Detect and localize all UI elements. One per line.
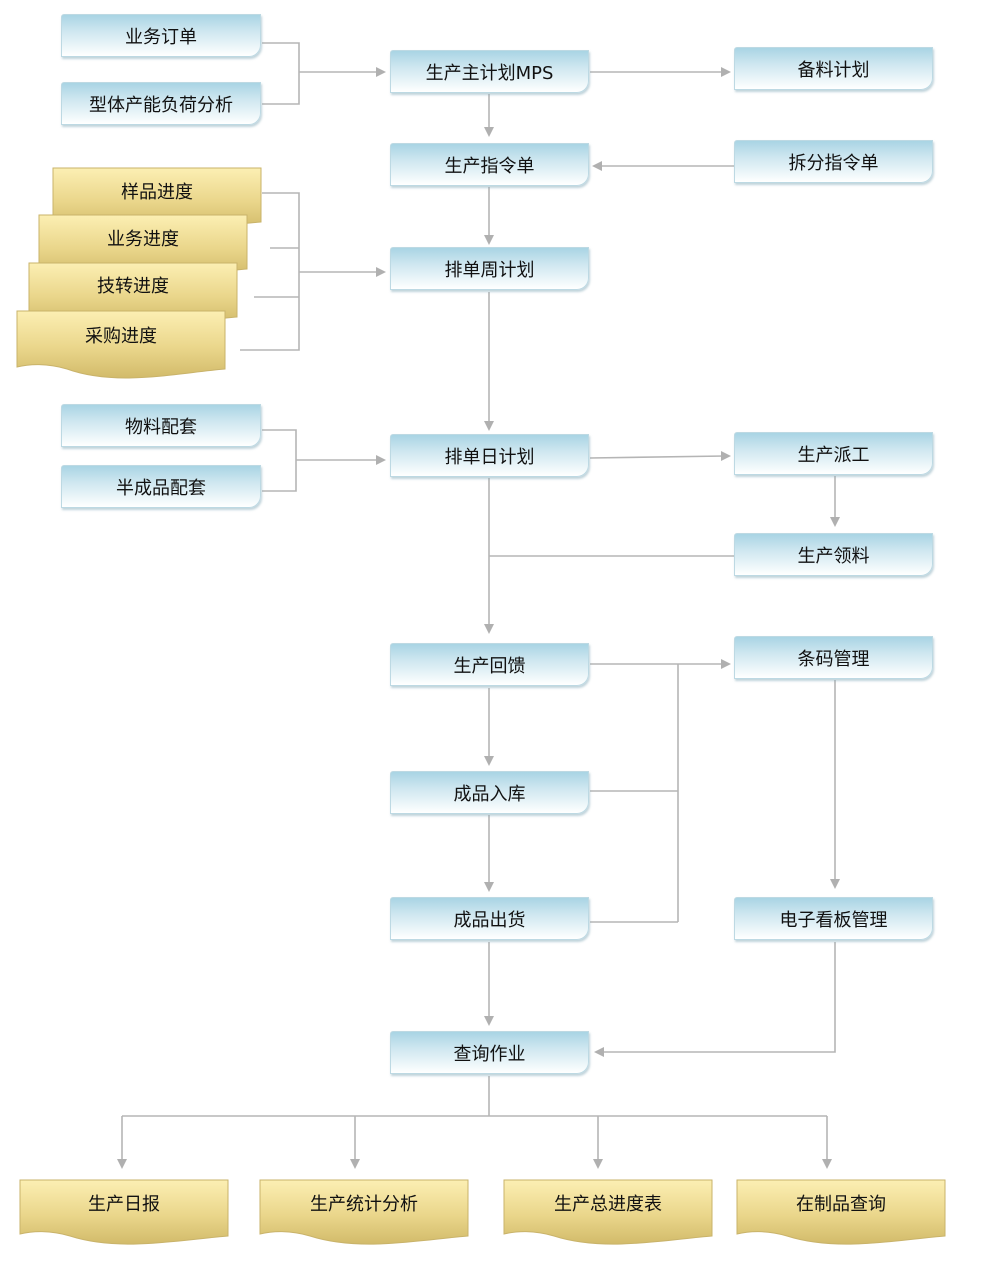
arrowhead [484, 421, 494, 431]
node-material-kitting[interactable]: 物料配套 [61, 404, 261, 447]
node-label: 查询作业 [453, 1043, 526, 1065]
node-finished-goods-shipment[interactable]: 成品出货 [390, 897, 589, 940]
node-mps[interactable]: 生产主计划MPS [390, 50, 589, 93]
doc-purchase-progress[interactable]: 采购进度 [16, 310, 226, 381]
node-label: 成品入库 [453, 783, 526, 805]
arrowhead [593, 1159, 603, 1169]
node-e-kanban-management[interactable]: 电子看板管理 [734, 897, 933, 940]
node-dispatch[interactable]: 生产派工 [734, 432, 933, 475]
doc-daily-report[interactable]: 生产日报 [19, 1179, 229, 1248]
doc-sample-progress[interactable]: 样品进度 [52, 167, 262, 232]
node-label: 生产派工 [797, 444, 870, 466]
node-label: 排单日计划 [444, 446, 535, 468]
node-split-order[interactable]: 拆分指令单 [734, 140, 933, 183]
node-label: 生产主计划MPS [425, 62, 554, 84]
arrowhead [721, 659, 731, 669]
node-production-order[interactable]: 生产指令单 [390, 143, 589, 186]
connector-kanban-to-query [603, 942, 836, 1053]
arrowhead [721, 67, 731, 77]
doc-label: 采购进度 [85, 326, 157, 347]
arrowhead [594, 1047, 604, 1057]
doc-label: 业务进度 [107, 229, 179, 250]
arrowhead [830, 879, 840, 889]
doc-wip-query[interactable]: 在制品查询 [736, 1179, 946, 1248]
arrowhead [350, 1159, 360, 1169]
node-label: 半成品配套 [116, 477, 206, 499]
node-barcode-management[interactable]: 条码管理 [734, 636, 933, 679]
doc-statistics-analysis[interactable]: 生产统计分析 [259, 1179, 469, 1248]
document-shape [736, 1179, 946, 1245]
node-label: 排单周计划 [444, 259, 535, 281]
node-weekly-plan[interactable]: 排单周计划 [390, 247, 589, 290]
node-label: 电子看板管理 [779, 909, 888, 931]
arrowhead [376, 67, 386, 77]
node-label: 条码管理 [797, 648, 870, 670]
node-finished-goods-storage[interactable]: 成品入库 [390, 771, 589, 814]
arrowhead [830, 517, 840, 527]
arrowhead [484, 235, 494, 245]
node-label: 业务订单 [125, 26, 197, 48]
doc-label: 样品进度 [121, 182, 193, 203]
connector-order-to-mps [262, 42, 300, 105]
connector-kitting-to-daily [262, 429, 297, 492]
arrowhead [376, 267, 386, 277]
node-semi-product-kitting[interactable]: 半成品配套 [61, 465, 261, 508]
node-label: 备料计划 [797, 59, 870, 81]
node-material-prep-plan[interactable]: 备料计划 [734, 47, 933, 90]
arrowhead [484, 624, 494, 634]
arrowhead [721, 451, 731, 461]
document-shape [259, 1179, 469, 1245]
arrowhead [822, 1159, 832, 1169]
doc-label: 生产日报 [88, 1194, 160, 1215]
node-material-requisition[interactable]: 生产领料 [734, 533, 933, 576]
doc-label: 技转进度 [97, 276, 169, 297]
arrowhead [484, 127, 494, 137]
arrowhead [376, 455, 386, 465]
node-label: 成品出货 [453, 909, 526, 931]
doc-overall-progress-table[interactable]: 生产总进度表 [503, 1179, 713, 1248]
node-query-operation[interactable]: 查询作业 [390, 1031, 589, 1074]
node-label: 物料配套 [125, 416, 197, 438]
node-production-feedback[interactable]: 生产回馈 [390, 643, 589, 686]
node-capacity-analysis[interactable]: 型体产能负荷分析 [61, 82, 261, 125]
node-label: 生产领料 [797, 545, 870, 567]
node-business-order[interactable]: 业务订单 [61, 14, 261, 57]
document-shape [16, 310, 226, 379]
doc-label: 生产统计分析 [310, 1194, 418, 1215]
node-label: 型体产能负荷分析 [89, 94, 233, 116]
arrowhead [484, 882, 494, 892]
doc-label: 在制品查询 [796, 1194, 886, 1215]
arrowhead [117, 1159, 127, 1169]
node-label: 生产指令单 [444, 155, 535, 177]
node-label: 生产回馈 [453, 655, 526, 677]
arrowhead [484, 756, 494, 766]
arrowhead [484, 1016, 494, 1026]
arrowhead [592, 161, 602, 171]
document-shape [19, 1179, 229, 1245]
document-shape [503, 1179, 713, 1245]
node-daily-plan[interactable]: 排单日计划 [390, 434, 589, 477]
doc-label: 生产总进度表 [554, 1194, 662, 1215]
node-label: 拆分指令单 [788, 152, 879, 174]
connector-daily-to-dispatch [589, 455, 726, 459]
